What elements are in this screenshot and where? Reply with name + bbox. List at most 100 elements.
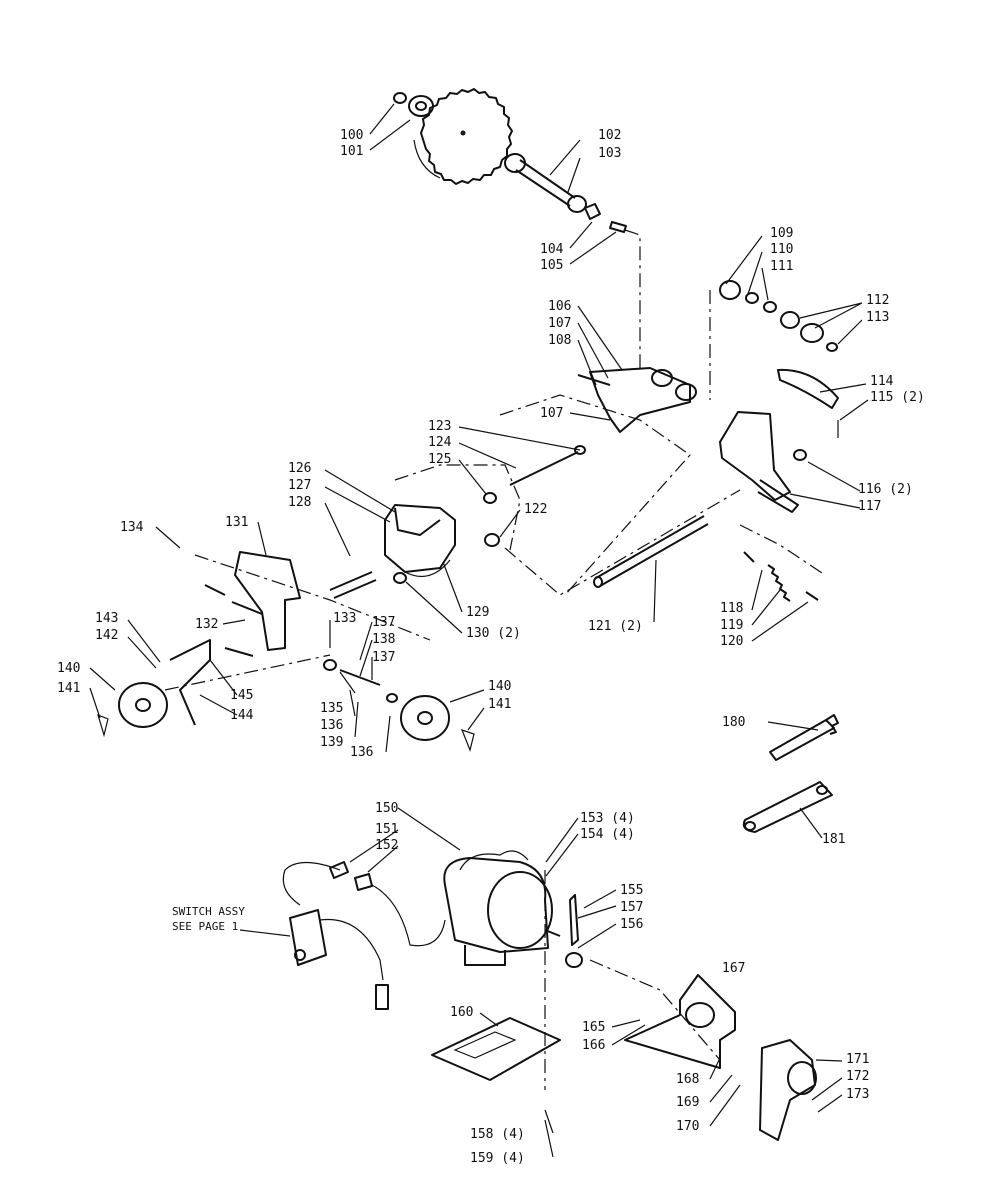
callout-180: 180 bbox=[722, 715, 745, 730]
spring-assembly bbox=[743, 551, 819, 602]
arbor-bracket bbox=[577, 367, 697, 433]
bearing-stack bbox=[719, 280, 838, 352]
elevation-screw bbox=[393, 445, 586, 584]
callout-134: 134 bbox=[120, 520, 144, 535]
callout-141: 141 bbox=[57, 681, 80, 696]
motor-mount-bracket bbox=[624, 974, 736, 1069]
callout-165: 165 bbox=[582, 1020, 605, 1035]
callout-107: 107 bbox=[548, 316, 571, 331]
callout-137: 137 bbox=[372, 615, 395, 630]
callout-156: 156 bbox=[620, 917, 643, 932]
callout-171: 171 bbox=[846, 1052, 869, 1067]
callout-105: 105 bbox=[540, 258, 563, 273]
handwheel-right bbox=[400, 695, 475, 752]
callout-120: 120 bbox=[720, 634, 743, 649]
callout-128: 128 bbox=[288, 495, 311, 510]
motor-pulley-and-belt-parts bbox=[565, 894, 583, 968]
front-frame bbox=[234, 551, 301, 651]
callout-114: 114 bbox=[870, 374, 894, 389]
callout-143: 143 bbox=[95, 611, 118, 626]
callout-130: 130 (2) bbox=[466, 626, 521, 641]
callout-139: 139 bbox=[320, 735, 343, 750]
callout-117: 117 bbox=[858, 499, 881, 514]
callout-131: 131 bbox=[225, 515, 248, 530]
arbor-shaft bbox=[504, 153, 627, 233]
guide-rod bbox=[593, 515, 709, 588]
callout-119: 119 bbox=[720, 618, 743, 633]
callout-138: 138 bbox=[372, 632, 395, 647]
blade-guard-cover bbox=[777, 368, 839, 438]
power-cord bbox=[282, 861, 446, 1010]
switch-assembly-note-line2: SEE PAGE 1 bbox=[172, 920, 238, 933]
handwheel-left bbox=[97, 682, 168, 738]
callout-104: 104 bbox=[540, 242, 564, 257]
callout-137: 137 bbox=[372, 650, 395, 665]
switch-assembly-note-line1: SWITCH ASSY bbox=[172, 905, 245, 918]
callout-153: 153 (4) bbox=[580, 811, 635, 826]
callout-150: 150 bbox=[375, 801, 398, 816]
callout-103: 103 bbox=[598, 146, 621, 161]
callout-102: 102 bbox=[598, 128, 621, 143]
gear-housing bbox=[384, 504, 456, 578]
small-hardware bbox=[323, 659, 398, 703]
callout-168: 168 bbox=[676, 1072, 699, 1087]
callout-144: 144 bbox=[230, 708, 254, 723]
callout-124: 124 bbox=[428, 435, 452, 450]
callout-112: 112 bbox=[866, 293, 889, 308]
callout-111: 111 bbox=[770, 259, 793, 274]
callout-140: 140 bbox=[488, 679, 511, 694]
callout-157: 157 bbox=[620, 900, 643, 915]
callout-141: 141 bbox=[488, 697, 511, 712]
leader-lines bbox=[89, 103, 869, 1158]
callout-154: 154 (4) bbox=[580, 827, 635, 842]
callout-106: 106 bbox=[548, 299, 571, 314]
callout-169: 169 bbox=[676, 1095, 699, 1110]
callout-167: 167 bbox=[722, 961, 745, 976]
callout-121: 121 (2) bbox=[588, 619, 643, 634]
callout-155: 155 bbox=[620, 883, 643, 898]
callout-125: 125 bbox=[428, 452, 451, 467]
callout-110: 110 bbox=[770, 242, 793, 257]
callout-100: 100 bbox=[340, 128, 363, 143]
callout-126: 126 bbox=[288, 461, 311, 476]
callout-136: 136 bbox=[320, 718, 343, 733]
callout-135: 135 bbox=[320, 701, 343, 716]
callout-172: 172 bbox=[846, 1069, 869, 1084]
callout-122: 122 bbox=[524, 502, 547, 517]
callout-133: 133 bbox=[333, 611, 356, 626]
callout-118: 118 bbox=[720, 601, 743, 616]
trunnion-bracket bbox=[719, 411, 807, 513]
blade-wrench bbox=[742, 781, 833, 833]
callout-115: 115 (2) bbox=[870, 390, 925, 405]
callout-127: 127 bbox=[288, 478, 311, 493]
callout-159: 159 (4) bbox=[470, 1151, 525, 1166]
belt-guard bbox=[759, 1039, 817, 1141]
callout-132: 132 bbox=[195, 617, 218, 632]
callout-116: 116 (2) bbox=[858, 482, 913, 497]
callout-152: 152 bbox=[375, 838, 398, 853]
callout-101: 101 bbox=[340, 144, 363, 159]
worm-shaft bbox=[329, 571, 377, 599]
callout-107: 107 bbox=[540, 406, 563, 421]
saw-blade bbox=[413, 88, 513, 185]
callout-181: 181 bbox=[822, 832, 845, 847]
callout-173: 173 bbox=[846, 1087, 869, 1102]
callout-labels: 100 101 102 103 104 105 106 107 108 107 … bbox=[57, 128, 925, 1166]
callout-158: 158 (4) bbox=[470, 1127, 525, 1142]
callout-109: 109 bbox=[770, 226, 793, 241]
callout-151: 151 bbox=[375, 822, 398, 837]
callout-123: 123 bbox=[428, 419, 451, 434]
motor-base-plate bbox=[431, 1017, 561, 1081]
callout-166: 166 bbox=[582, 1038, 605, 1053]
callout-113: 113 bbox=[866, 310, 889, 325]
arbor-wrench bbox=[769, 714, 839, 761]
motor bbox=[443, 850, 561, 966]
callout-160: 160 bbox=[450, 1005, 473, 1020]
callout-170: 170 bbox=[676, 1119, 699, 1134]
blade-nut-and-flange bbox=[393, 92, 434, 117]
callout-129: 129 bbox=[466, 605, 489, 620]
callout-136: 136 bbox=[350, 745, 373, 760]
callout-145: 145 bbox=[230, 688, 253, 703]
switch-box bbox=[289, 909, 327, 966]
